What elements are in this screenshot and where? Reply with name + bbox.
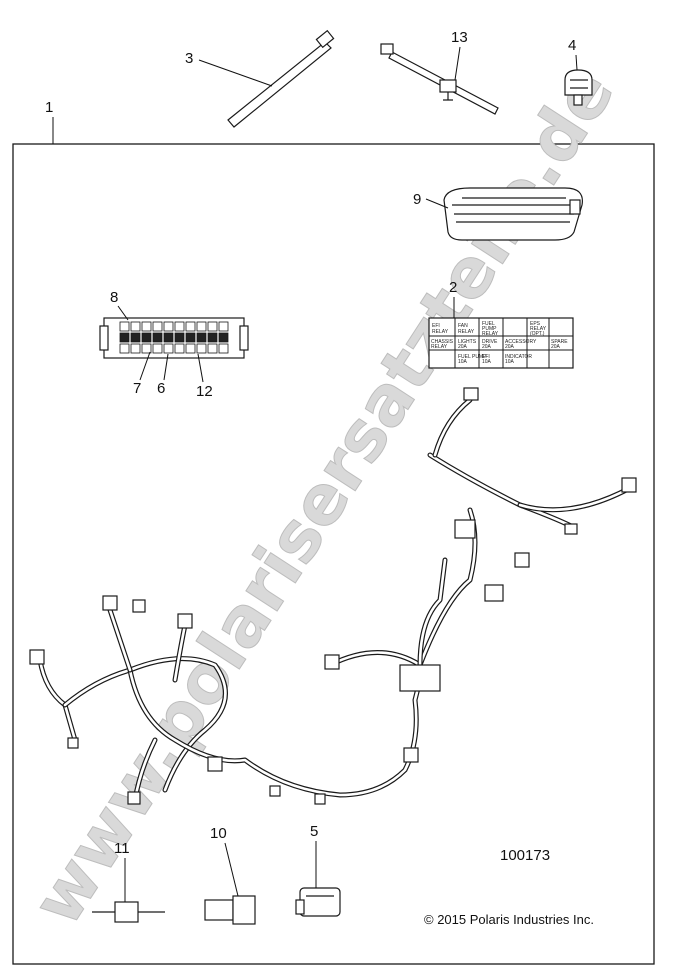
- callout-8: 8: [110, 289, 118, 306]
- fuse-cavity: [130, 343, 141, 354]
- fuse-cavity: [163, 332, 174, 343]
- fuse-relay-block: [99, 317, 249, 359]
- callout-5: 5: [310, 823, 318, 840]
- svg-text:RELAY: RELAY: [432, 329, 449, 335]
- fuse-cavity: [174, 332, 185, 343]
- callout-3: 3: [185, 50, 193, 67]
- leader-4: [575, 54, 578, 71]
- svg-text:INDICATOR: INDICATOR: [505, 354, 532, 360]
- leader-13: [454, 46, 461, 81]
- part-13-push-mount-tie: [380, 43, 499, 115]
- fuse-cavity: [141, 332, 152, 343]
- callout-11: 11: [114, 840, 130, 857]
- svg-text:10A: 10A: [482, 359, 492, 365]
- fuse-cavity: [185, 321, 196, 332]
- svg-text:EFI: EFI: [482, 354, 490, 360]
- svg-text:EPS: EPS: [530, 321, 541, 327]
- callout-13: 13: [451, 29, 468, 46]
- svg-text:LIGHTS: LIGHTS: [458, 339, 477, 345]
- fuse-cavity: [163, 343, 174, 354]
- leader-6: [163, 353, 169, 381]
- svg-text:DRIVE: DRIVE: [482, 339, 498, 345]
- fuse-cavity: [207, 321, 218, 332]
- reference-number: 100173: [500, 847, 550, 864]
- fuse-cavity: [141, 321, 152, 332]
- fuse-cavity: [207, 343, 218, 354]
- part-10-connector: [204, 895, 256, 925]
- leader-9: [425, 198, 449, 209]
- fuse-cavity: [141, 343, 152, 354]
- fuse-cavity: [130, 332, 141, 343]
- svg-text:RELAY: RELAY: [530, 326, 547, 332]
- svg-text:FAN: FAN: [458, 323, 468, 329]
- part-4-clip: [564, 69, 593, 106]
- fuse-cavity: [196, 321, 207, 332]
- svg-text:EFI: EFI: [432, 323, 440, 329]
- svg-text:20A: 20A: [458, 344, 468, 350]
- leader-12: [197, 353, 204, 383]
- svg-text:20A: 20A: [482, 344, 492, 350]
- callout-1: 1: [45, 99, 53, 116]
- fuse-cavity: [218, 332, 229, 343]
- svg-text:FUEL: FUEL: [482, 321, 495, 327]
- svg-text:SPARE: SPARE: [551, 339, 568, 345]
- svg-text:RELAY: RELAY: [431, 344, 448, 350]
- callout-12: 12: [196, 383, 213, 400]
- fuse-cavity: [196, 332, 207, 343]
- callout-6: 6: [157, 380, 165, 397]
- copyright: © 2015 Polaris Industries Inc.: [424, 912, 594, 927]
- leader-7: [139, 351, 151, 381]
- fuse-cavity: [152, 343, 163, 354]
- callout-4: 4: [568, 37, 576, 54]
- leader-10: [224, 842, 239, 897]
- fuse-cavity: [185, 343, 196, 354]
- part-9-fuse-box-cover: [443, 187, 583, 241]
- svg-text:RELAY: RELAY: [458, 329, 475, 335]
- fuse-cavity: [130, 321, 141, 332]
- leader-8: [117, 305, 129, 321]
- fuse-cavity: [196, 343, 207, 354]
- fuse-cavity: [185, 332, 196, 343]
- part-3-cable-tie: [227, 29, 335, 128]
- fuse-cavity: [218, 343, 229, 354]
- assembly-frame: [12, 143, 655, 965]
- fuse-cavity: [207, 332, 218, 343]
- fuse-cavity: [119, 321, 130, 332]
- fuse-cavity: [174, 343, 185, 354]
- fuse-cavity: [163, 321, 174, 332]
- svg-text:RELAY: RELAY: [482, 331, 499, 337]
- fuse-cavity: [152, 332, 163, 343]
- svg-text:CHASSIS: CHASSIS: [431, 339, 454, 345]
- leader-3: [198, 59, 273, 87]
- svg-text:20A: 20A: [551, 344, 561, 350]
- part-11-inline-fuse-holder: [92, 901, 165, 923]
- svg-text:(OPT.): (OPT.): [530, 331, 545, 337]
- svg-text:ACCESSORY: ACCESSORY: [505, 339, 537, 345]
- svg-text:20A: 20A: [505, 344, 515, 350]
- fuse-cavity: [119, 332, 130, 343]
- svg-text:PUMP: PUMP: [482, 326, 497, 332]
- callout-9: 9: [413, 191, 421, 208]
- callout-7: 7: [133, 380, 141, 397]
- callout-2: 2: [449, 279, 457, 296]
- callout-10: 10: [210, 825, 227, 842]
- fuse-cavity: [174, 321, 185, 332]
- svg-text:FUEL PUMP: FUEL PUMP: [458, 354, 487, 360]
- part-2-fuse-label: EFI RELAY FAN RELAY FUEL PUMP RELAY EPS …: [428, 317, 574, 369]
- part-5-connector: [295, 887, 341, 917]
- svg-text:10A: 10A: [458, 359, 468, 365]
- main-wiring-harness: [29, 387, 637, 805]
- svg-text:10A: 10A: [505, 359, 515, 365]
- fuse-cavity: [152, 321, 163, 332]
- fuse-cavity: [119, 343, 130, 354]
- fuse-cavity: [218, 321, 229, 332]
